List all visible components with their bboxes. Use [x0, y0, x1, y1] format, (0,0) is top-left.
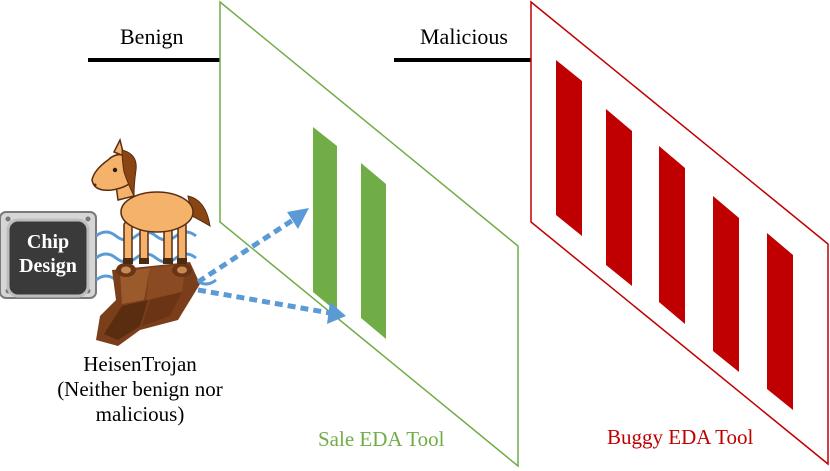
chip-icon: Chip Design — [0, 211, 97, 299]
wooden-base-icon — [96, 262, 200, 346]
buggy-bar-1 — [556, 60, 582, 236]
arrow-to-safe-upper — [196, 208, 309, 285]
trojan-caption-line1: HeisenTrojan — [83, 352, 197, 376]
benign-heading: Benign — [120, 24, 184, 49]
trojan-caption: HeisenTrojan (Neither benign nor malicio… — [40, 352, 240, 427]
chip-label-line2: Design — [19, 255, 77, 277]
chip-label-line1: Chip — [27, 231, 69, 253]
safe-tool-label: Sale EDA Tool — [318, 427, 445, 451]
buggy-tool-label: Buggy EDA Tool — [607, 425, 754, 449]
buggy-bar-4 — [713, 196, 739, 372]
safe-bar-1 — [313, 127, 337, 312]
safe-bar-2 — [361, 163, 386, 339]
malicious-heading: Malicious — [420, 24, 508, 49]
buggy-bar-3 — [659, 146, 685, 324]
trojan-horse-icon — [91, 137, 211, 264]
trojan-caption-line3: malicious) — [95, 402, 185, 426]
arrow-to-safe-lower — [197, 287, 346, 324]
buggy-bar-2 — [606, 109, 632, 286]
buggy-bar-5 — [767, 233, 793, 410]
trojan-caption-line2: (Neither benign nor — [57, 377, 223, 401]
